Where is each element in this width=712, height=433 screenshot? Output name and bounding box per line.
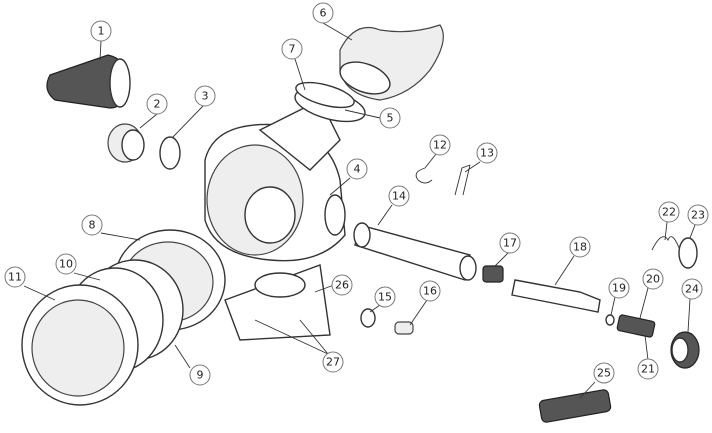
part-16-seat xyxy=(394,321,414,335)
svg-text:3: 3 xyxy=(202,90,209,103)
svg-text:13: 13 xyxy=(480,147,494,160)
part-19-oring xyxy=(605,314,615,326)
part-3-oring xyxy=(159,136,181,170)
part-12-clip xyxy=(415,167,433,184)
callout-20: 20 xyxy=(642,268,664,290)
svg-text:27: 27 xyxy=(326,356,340,369)
svg-text:7: 7 xyxy=(289,43,296,56)
svg-text:12: 12 xyxy=(433,139,447,152)
svg-text:11: 11 xyxy=(8,271,22,284)
callout-15: 15 xyxy=(374,286,396,308)
part-24-orifice xyxy=(670,331,700,369)
callout-21: 21 xyxy=(637,358,659,380)
svg-text:20: 20 xyxy=(646,273,660,286)
part-18-valve-stem xyxy=(511,279,601,313)
part-5-7-clamp-rings xyxy=(294,81,366,123)
svg-text:21: 21 xyxy=(641,363,655,376)
callout-6: 6 xyxy=(312,2,334,24)
callout-18: 18 xyxy=(569,236,591,258)
svg-text:10: 10 xyxy=(59,258,73,271)
svg-text:1: 1 xyxy=(98,25,105,38)
callout-16: 16 xyxy=(419,280,441,302)
part-23-oring xyxy=(678,237,698,269)
svg-text:2: 2 xyxy=(154,98,161,111)
svg-text:19: 19 xyxy=(612,282,626,295)
svg-text:18: 18 xyxy=(573,241,587,254)
svg-text:8: 8 xyxy=(89,219,96,232)
callout-27: 27 xyxy=(322,351,344,373)
svg-text:9: 9 xyxy=(197,369,204,382)
callout-12: 12 xyxy=(429,134,451,156)
part-2-ring xyxy=(107,123,145,163)
part-26-27-bracket xyxy=(224,264,331,341)
svg-text:5: 5 xyxy=(387,112,394,125)
callout-25: 25 xyxy=(593,362,615,384)
svg-text:24: 24 xyxy=(685,283,699,296)
callout-4: 4 xyxy=(346,158,368,180)
part-15-oring xyxy=(360,308,376,328)
callouts: 1 2 3 4 5 6 7 8 9 10 11 12 13 14 15 16 1… xyxy=(4,2,709,386)
callout-10: 10 xyxy=(55,253,77,275)
part-6-mouthpiece xyxy=(339,24,444,101)
svg-text:22: 22 xyxy=(662,206,676,219)
callout-23: 23 xyxy=(687,204,709,226)
leader-lines xyxy=(23,22,696,399)
callout-5: 5 xyxy=(379,107,401,129)
callout-8: 8 xyxy=(81,214,103,236)
callout-11: 11 xyxy=(4,266,26,288)
callout-19: 19 xyxy=(608,277,630,299)
svg-text:26: 26 xyxy=(335,279,349,292)
callout-14: 14 xyxy=(388,185,410,207)
part-22-clip xyxy=(651,236,681,251)
part-10-11-cover xyxy=(21,267,164,406)
svg-text:16: 16 xyxy=(423,285,437,298)
svg-text:17: 17 xyxy=(503,237,517,250)
part-4-housing xyxy=(204,99,346,262)
svg-text:6: 6 xyxy=(320,7,327,20)
callout-2: 2 xyxy=(146,93,168,115)
svg-text:14: 14 xyxy=(392,190,406,203)
part-17-spring xyxy=(482,265,504,283)
svg-text:15: 15 xyxy=(378,291,392,304)
callout-22: 22 xyxy=(658,201,680,223)
part-14-tube xyxy=(353,222,477,281)
svg-text:23: 23 xyxy=(691,209,705,222)
callout-7: 7 xyxy=(281,38,303,60)
callout-24: 24 xyxy=(681,278,703,300)
callout-1: 1 xyxy=(90,20,112,42)
part-25-fitting xyxy=(538,389,612,423)
part-1-cap xyxy=(46,54,131,109)
callout-17: 17 xyxy=(499,232,521,254)
callout-13: 13 xyxy=(476,142,498,164)
callout-26: 26 xyxy=(331,274,353,296)
part-13-pin xyxy=(454,164,471,196)
callout-3: 3 xyxy=(194,85,216,107)
part-20-spring xyxy=(616,314,656,338)
callout-9: 9 xyxy=(189,364,211,386)
svg-text:25: 25 xyxy=(597,367,611,380)
svg-text:4: 4 xyxy=(354,163,361,176)
